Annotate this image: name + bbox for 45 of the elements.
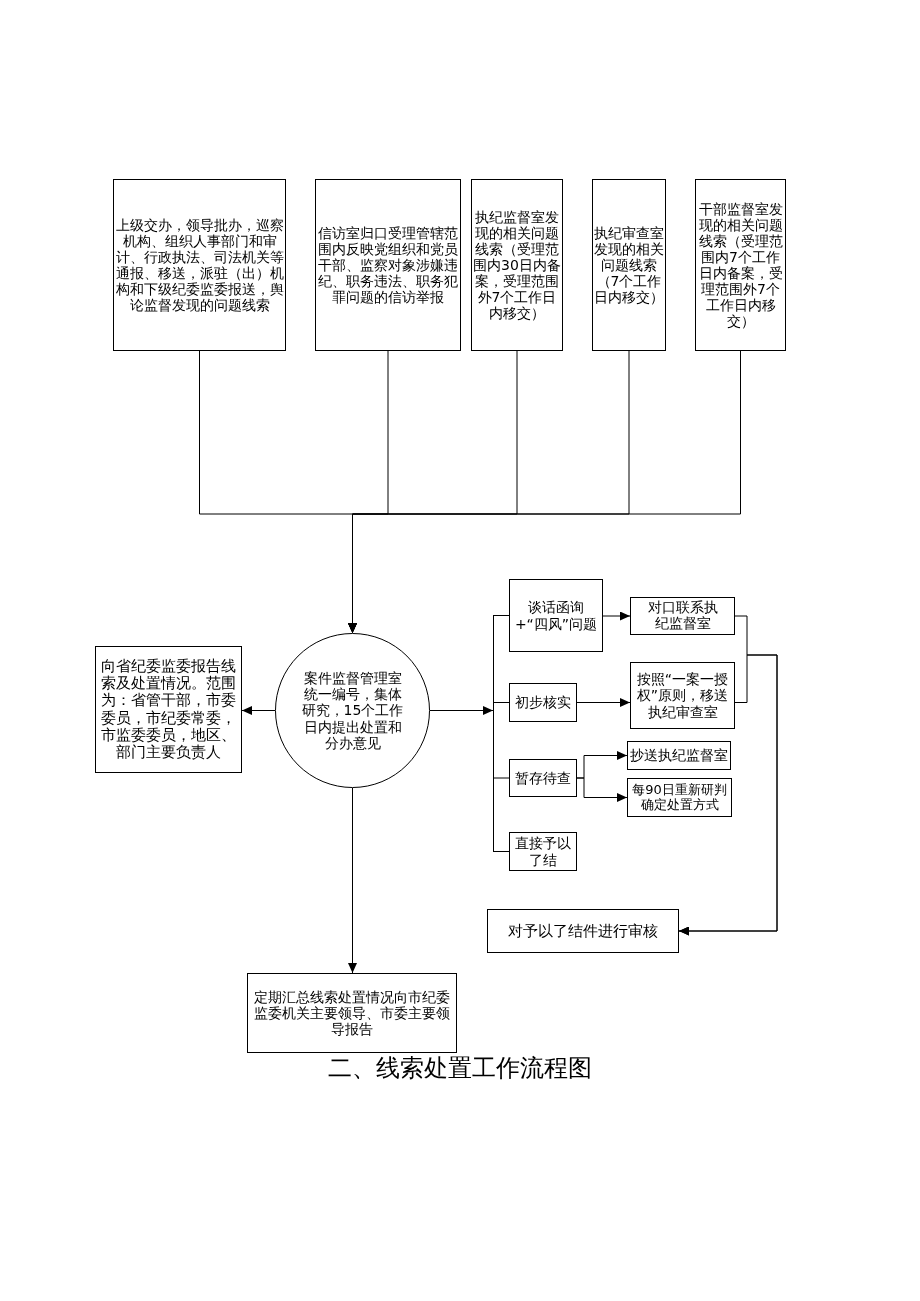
node-text: 按照“一案一授权”原则，移送执纪审查室 — [635, 671, 730, 720]
node-text: 案件监督管理室统一编号，集体研究，15个工作日内提出处置和分办意见 — [300, 670, 405, 751]
process-box — [471, 179, 563, 351]
process-box — [509, 759, 577, 797]
process-box — [509, 683, 577, 722]
process-box — [315, 179, 461, 351]
node-text: 向省纪委监委报告线索及处置情况。范围为：省管干部，市委委员，市纪委常委，市监委委员，地区、部门主要负责人 — [100, 657, 237, 762]
node-text: 干部监督室发现的相关问题线索（受理范围内7个工作日内备案，受理范围外7个工作日内移交） — [697, 200, 784, 330]
process-box — [630, 597, 735, 635]
process-box — [592, 179, 666, 351]
process-box — [627, 741, 731, 770]
arrow — [348, 787, 357, 974]
diagram-caption: 二、线索处置工作流程图 — [327, 1054, 593, 1082]
node-text: 信访室归口受理管辖范围内反映党组织和党员干部、监察对象涉嫌违纪、职务违法、职务犯罪问题的信访举报 — [318, 224, 458, 306]
process-box — [95, 646, 242, 773]
node-text: 对口联系执纪监督室 — [646, 600, 719, 632]
node-text: 初步核实 — [515, 694, 571, 711]
connector-line — [493, 777, 510, 779]
bus-line — [493, 615, 494, 852]
connector-line — [493, 615, 510, 616]
arrow — [602, 611, 631, 621]
node-text: 执纪审查室发现的相关问题线索（7个工作日内移交） — [593, 224, 665, 306]
node-text: 谈话函询+“四风”问题 — [513, 599, 599, 632]
node-text: 执纪监督室发现的相关问题线索（受理范围内30日内备案，受理范围外7个工作日内移交） — [472, 208, 562, 322]
process-box — [487, 909, 679, 953]
process-box — [509, 579, 603, 652]
node-text: 抄送执纪监督室 — [630, 747, 728, 764]
process-box — [247, 973, 457, 1053]
process-box — [695, 179, 786, 351]
node-text: 暂存待查 — [515, 769, 571, 787]
process-box — [113, 179, 286, 351]
process-circle — [275, 633, 430, 788]
node-text: 对予以了结件进行审核 — [508, 922, 658, 940]
node-text: 上级交办，领导批办，巡察机构、组织人事部门和审计、行政执法、司法机关等通报、移送，派驻（出）机构和下级纪委监委报送，舆论监督发现的问题线索 — [114, 216, 285, 314]
node-text: 直接予以了结 — [514, 835, 572, 868]
arrow — [429, 706, 494, 715]
node-text: 定期汇总线索处置情况向市纪委监委机关主要领导、市委主要领导报告 — [253, 988, 451, 1038]
node-text: 每90日重新研判确定处置方式 — [631, 782, 728, 813]
arrow — [576, 777, 628, 802]
connector-line — [493, 851, 510, 852]
arrow — [348, 350, 741, 634]
arrow — [241, 706, 276, 715]
process-box — [630, 662, 735, 729]
connector-line — [493, 702, 510, 703]
arrow — [576, 698, 631, 707]
